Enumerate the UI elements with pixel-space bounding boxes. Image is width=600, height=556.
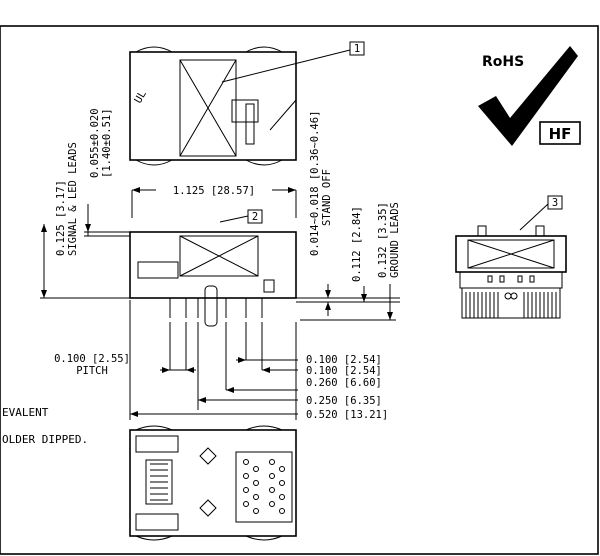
drawing-border (0, 25, 599, 555)
callout-box-1 (349, 41, 365, 56)
side-view (129, 187, 297, 327)
callout-box-2 (247, 209, 263, 224)
note-1: EVALENT (2, 406, 49, 419)
right-dim-lines (296, 284, 400, 321)
callout-3: 3 (552, 197, 558, 209)
rohs-mark: RoHS HF (478, 46, 581, 146)
pos-3: 0.260 [6.60] (306, 377, 382, 389)
pos-2: 0.100 [2.54] (306, 365, 382, 377)
lead-width-in: 0.055±0.020 (89, 108, 101, 178)
overall-width: 1.125 [28.57] (173, 185, 255, 197)
pos-5: 0.520 [13.21] (306, 409, 388, 421)
standoff-value: 0.014~0.018 [0.36~0.46] (309, 111, 321, 256)
bottom-dim-lines (129, 300, 298, 420)
signal-leads-label: SIGNAL & LED LEADS (67, 142, 79, 256)
pos-1: 0.100 [2.54] (306, 354, 382, 366)
ground-leads-label: GROUND LEADS (389, 202, 401, 278)
pitch-label: PITCH (76, 365, 108, 377)
pitch-value: 0.100 [2.55] (54, 353, 130, 365)
standoff-label: STAND OFF (321, 169, 333, 226)
callout-box-3 (547, 195, 563, 210)
note-2: OLDER DIPPED. (2, 433, 88, 446)
front-view (455, 203, 567, 319)
hf-label: HF (549, 125, 572, 143)
callout-1: 1 (354, 43, 360, 55)
callout-2: 2 (252, 211, 258, 223)
svg-text:UL: UL (132, 89, 149, 106)
ground-offset: 0.112 [2.84] (351, 206, 363, 282)
rohs-label: RoHS (482, 54, 524, 70)
top-view: UL (129, 46, 351, 166)
left-dim-lines (40, 204, 130, 299)
pos-4: 0.250 [6.35] (306, 395, 382, 407)
ground-leads-value: 0.132 [3.35] (377, 202, 389, 278)
signal-leads-value: 0.125 [3.17] (55, 180, 67, 256)
bottom-view (129, 425, 297, 541)
lead-width-mm: [1.40±0.51] (101, 108, 113, 178)
